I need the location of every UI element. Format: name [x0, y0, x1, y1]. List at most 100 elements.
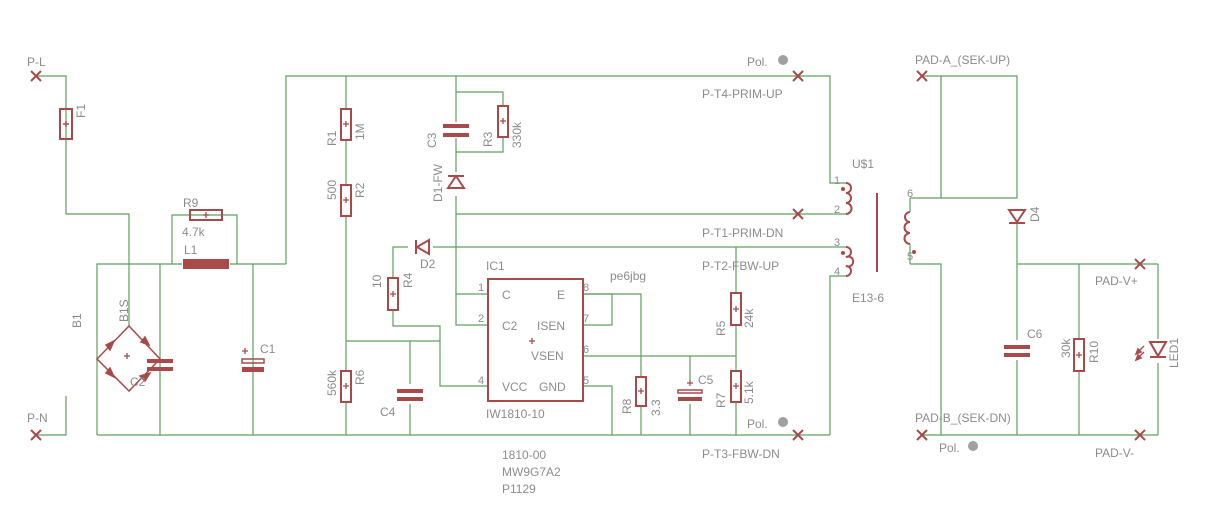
label-f1: F1: [74, 104, 88, 118]
pin-isen-label: ISEN: [537, 319, 565, 333]
label-d1: D1-FW: [431, 163, 445, 202]
label-c1: C1: [260, 342, 276, 356]
polarity-dot-pad-b: [968, 441, 978, 451]
label-pad-a: PAD-A_(SEK-UP): [915, 53, 1010, 67]
resistor-r1[interactable]: [340, 108, 352, 141]
pin-gnd-label: GND: [539, 380, 566, 394]
labels: P-L P-N Pol. P-T4-PRIM-UP P-T1-PRIM-DN P…: [27, 53, 1181, 496]
capacitor-c1[interactable]: [241, 348, 265, 372]
label-r7: R7: [714, 392, 728, 408]
pad-vp-marker[interactable]: [1134, 258, 1146, 270]
resistor-r3[interactable]: [497, 105, 509, 138]
resistor-r7[interactable]: [730, 370, 742, 403]
label-p-l: P-L: [27, 55, 46, 69]
xfmr-pin-6: 6: [907, 188, 913, 200]
label-pe6jbg: pe6jbg: [610, 269, 646, 283]
capacitor-c3[interactable]: [443, 124, 469, 137]
pad-t1-marker[interactable]: [792, 208, 804, 220]
label-ic1-val: IW1810-10: [486, 407, 545, 421]
diode-d2[interactable]: [415, 238, 430, 256]
capacitor-c5[interactable]: [677, 380, 703, 401]
label-r7-val: 5.1k: [742, 380, 756, 404]
label-r9: R9: [183, 196, 199, 210]
pad-p-n-marker[interactable]: [30, 429, 42, 441]
resistor-r10[interactable]: [1073, 338, 1085, 372]
label-r6: R6: [353, 369, 367, 385]
inductor-l1[interactable]: [183, 259, 229, 269]
xfmr-pin-3: 3: [834, 237, 840, 249]
label-r9-val: 4.7k: [182, 225, 206, 239]
xfmr-pin-4: 4: [834, 266, 840, 278]
pin-4: 4: [478, 375, 484, 387]
label-r6-val: 560k: [325, 369, 339, 396]
label-t3: P-T3-FBW-DN: [702, 447, 780, 461]
label-r10: R10: [1087, 341, 1101, 363]
pad-a-marker[interactable]: [916, 70, 928, 82]
pad-markers: [30, 70, 1146, 441]
pad-t4-marker[interactable]: [792, 70, 804, 82]
resistor-r5[interactable]: [730, 292, 742, 326]
label-r8-val: 3.3: [649, 399, 663, 416]
polarity-dot-t4: [778, 55, 788, 65]
fuse-f1[interactable]: [59, 108, 73, 140]
xfmr-pin-2: 2: [834, 204, 840, 216]
capacitor-c6[interactable]: [1004, 345, 1030, 357]
pin-c2-label: C2: [502, 319, 518, 333]
label-c2: C2: [130, 375, 146, 389]
capacitor-c2[interactable]: [147, 359, 173, 371]
transformer-u1[interactable]: [841, 182, 916, 277]
pin-vsen-label: VSEN: [531, 349, 564, 363]
label-u1-val: E13-6: [852, 291, 884, 305]
ic-iw1810[interactable]: [487, 278, 584, 402]
label-r2-val: 500: [325, 180, 339, 200]
diode-d1[interactable]: [446, 174, 466, 189]
diode-d4[interactable]: [1007, 209, 1027, 224]
label-b1s: B1S: [117, 299, 131, 322]
label-ic1: IC1: [486, 259, 505, 273]
label-p-n: P-N: [27, 411, 48, 425]
footer-line-3: P1129: [502, 482, 536, 496]
pad-b-marker[interactable]: [916, 429, 928, 441]
label-l1: L1: [184, 243, 198, 257]
xfmr-pin-1: 1: [834, 175, 840, 187]
label-pol-t4: Pol.: [747, 55, 768, 69]
label-c3: C3: [425, 132, 439, 148]
label-t4: P-T4-PRIM-UP: [702, 87, 783, 101]
label-led1: LED1: [1167, 338, 1181, 368]
resistor-r8[interactable]: [635, 376, 647, 407]
label-pol-t3: Pol.: [747, 417, 768, 431]
label-c5: C5: [698, 373, 714, 387]
pad-t3-marker[interactable]: [792, 429, 804, 441]
pin-c-label: C: [502, 288, 511, 302]
led-led1[interactable]: [1134, 341, 1168, 362]
pad-vm-marker[interactable]: [1134, 429, 1146, 441]
label-t1: P-T1-PRIM-DN: [702, 226, 783, 240]
pin-7: 7: [583, 313, 589, 325]
xfmr-pin-5: 5: [907, 251, 913, 263]
wires: [36, 75, 1159, 436]
pin-1: 1: [478, 282, 484, 294]
pin-6: 6: [583, 344, 589, 356]
label-r1: R1: [325, 130, 339, 146]
footer-line-1: 1810-00: [502, 448, 546, 462]
label-pad-vp: PAD-V+: [1095, 274, 1138, 288]
pad-p-l-marker[interactable]: [30, 70, 42, 82]
resistor-r2[interactable]: [340, 184, 352, 217]
resistor-r4[interactable]: [387, 277, 399, 311]
resistor-r6[interactable]: [340, 370, 352, 403]
label-r3-val: 330k: [510, 121, 524, 148]
label-pad-b: PAD-B_(SEK-DN): [915, 411, 1011, 425]
label-r5-val: 24k: [742, 308, 756, 328]
label-r5: R5: [714, 320, 728, 336]
label-r1-val: 1M: [353, 123, 367, 140]
pin-e-label: E: [557, 288, 565, 302]
resistor-r9[interactable]: [189, 209, 223, 221]
label-t2: P-T2-FBW-UP: [702, 259, 779, 273]
capacitor-c4[interactable]: [397, 389, 423, 401]
label-r4-val: 10: [370, 274, 384, 288]
bridge-rectifier-b1[interactable]: [95, 324, 162, 393]
label-r3: R3: [481, 131, 495, 147]
pin-5: 5: [583, 375, 589, 387]
